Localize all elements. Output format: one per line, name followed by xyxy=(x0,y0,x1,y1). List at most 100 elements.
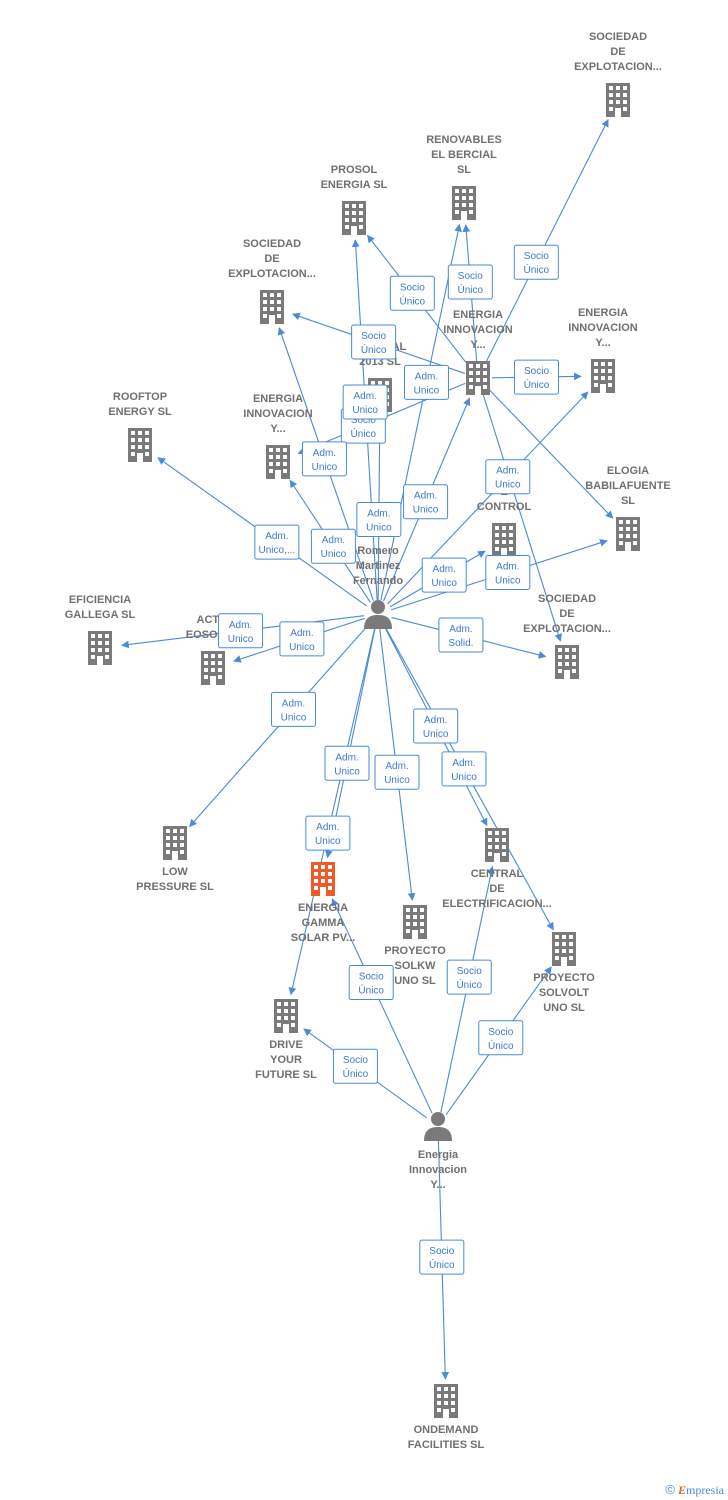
company-node-eiy2[interactable]: ENERGIAINNOVACIONY... xyxy=(568,307,638,393)
badge-line: Único xyxy=(429,1258,455,1271)
edge-einno-gamma xyxy=(331,898,433,1114)
relation-badge[interactable]: Adm.Unico xyxy=(485,459,531,495)
edge-eiy1-sdx1 xyxy=(483,118,609,366)
node-label: GAMMA xyxy=(302,917,345,929)
node-label: Y... xyxy=(270,423,285,435)
node-label: SL xyxy=(621,495,635,507)
relation-badge[interactable]: Adm.Unico xyxy=(403,484,449,520)
company-node-sdx3[interactable]: SOCIEDADDEEXPLOTACION... xyxy=(523,593,611,679)
badge-box xyxy=(301,441,347,477)
relation-badge[interactable]: Adm.Unico xyxy=(374,754,420,790)
badge-line: Adm. xyxy=(322,535,345,546)
relation-badge[interactable]: Adm.Unico xyxy=(441,751,487,787)
relation-badge[interactable]: Adm. Unico xyxy=(310,528,356,564)
badge-box xyxy=(485,554,531,590)
company-node-sdx2[interactable]: SOCIEDADDEEXPLOTACION... xyxy=(228,238,316,324)
relation-badge[interactable]: Adm.Unico xyxy=(270,691,316,727)
company-node-eiy1[interactable]: ENERGIAINNOVACIONY... xyxy=(443,309,513,395)
node-label: ENERGIA xyxy=(453,309,503,321)
relation-badge[interactable]: Adm. Solid. xyxy=(438,617,484,653)
building-icon xyxy=(591,359,615,393)
badge-box xyxy=(389,275,435,311)
badge-box xyxy=(374,754,420,790)
badge-box xyxy=(403,364,449,400)
node-label: Innovacion xyxy=(409,1164,467,1176)
relation-badge[interactable]: Adm. Unico xyxy=(421,557,467,593)
badge-line: Unico xyxy=(423,729,449,740)
node-label: PROYECTO xyxy=(533,972,595,984)
badge-line: Único xyxy=(524,378,550,391)
badge-line: Socio xyxy=(524,366,549,377)
node-label: SOLVOLT xyxy=(539,987,590,999)
badge-line: Unico xyxy=(321,549,347,560)
badge-line: Adm. xyxy=(449,624,472,635)
relation-badge[interactable]: Adm.Unico xyxy=(356,501,402,537)
brand-footer[interactable]: © Empresia xyxy=(665,1482,724,1498)
node-label: FUTURE SL xyxy=(255,1069,317,1081)
person-node-einno[interactable]: EnergiaInnovacionY... xyxy=(409,1112,467,1191)
node-label: INNOVACION xyxy=(568,322,638,334)
node-label: GALLEGA SL xyxy=(65,609,136,621)
node-label: SL xyxy=(457,164,471,176)
company-node-sdx1[interactable]: SOCIEDADDEEXPLOTACION... xyxy=(574,31,662,117)
badge-line: Solid. xyxy=(448,638,473,649)
relation-badge[interactable]: Adm.Unico xyxy=(279,621,325,657)
building-icon xyxy=(128,428,152,462)
building-icon xyxy=(452,186,476,220)
relation-badge[interactable]: Adm.Unico xyxy=(485,554,531,590)
node-label: DE xyxy=(489,883,504,895)
badge-line: Adm. xyxy=(229,620,252,631)
badge-line: Unico xyxy=(384,775,410,786)
building-icon xyxy=(552,932,576,966)
building-icon xyxy=(260,290,284,324)
relation-badge[interactable]: Adm.Unico xyxy=(218,613,264,649)
badge-box xyxy=(421,557,467,593)
badge-box xyxy=(279,621,325,657)
node-label: SOLKW xyxy=(395,960,437,972)
node-label: ENERGIA SL xyxy=(321,179,388,191)
badge-line: Adm. xyxy=(433,564,456,575)
relation-badge[interactable]: Adm.Unico xyxy=(301,441,347,477)
building-icon xyxy=(606,83,630,117)
node-label: INNOVACION xyxy=(443,324,513,336)
node-label: Fernando xyxy=(353,575,403,587)
relation-badge[interactable]: Adm.Unico xyxy=(305,815,351,851)
relation-badge[interactable]: Adm.Unico xyxy=(403,364,449,400)
relation-badge[interactable]: Adm.Unico xyxy=(413,708,459,744)
badge-line: Único xyxy=(524,263,550,276)
node-label: PROYECTO xyxy=(384,945,446,957)
building-icon xyxy=(616,517,640,551)
badge-line: Unico xyxy=(431,578,457,589)
relation-badge[interactable]: Adm.Unico,... xyxy=(254,524,300,560)
company-node-centralelec[interactable]: CENTRALDEELECTRIFICACION... xyxy=(442,828,552,910)
badge-box xyxy=(351,324,397,360)
company-node-eiy3[interactable]: ENERGIAINNOVACIONY... xyxy=(243,393,313,479)
building-icon xyxy=(201,651,225,685)
relation-badge[interactable]: Adm.Unico xyxy=(324,745,370,781)
relation-badge[interactable]: Adm.Unico xyxy=(342,384,388,420)
